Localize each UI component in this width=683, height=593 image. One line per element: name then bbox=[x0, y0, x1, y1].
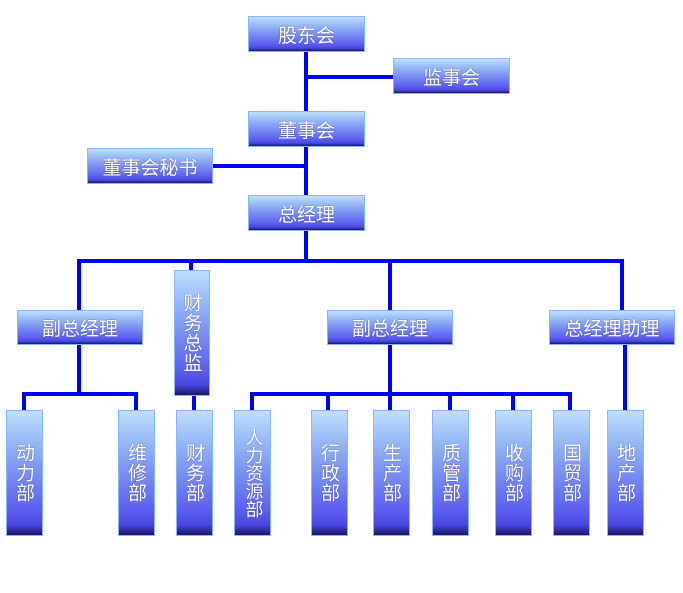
node-board: 董事会 bbox=[248, 111, 365, 147]
dept-trade: 国贸部 bbox=[553, 410, 590, 536]
dept-finance: 财务部 bbox=[176, 410, 213, 536]
dept-maintenance: 维修部 bbox=[118, 410, 155, 536]
node-board-secretary: 董事会秘书 bbox=[87, 148, 213, 184]
dept-admin: 行政部 bbox=[311, 410, 348, 536]
node-gm: 总经理 bbox=[248, 195, 365, 231]
node-supervisors: 监事会 bbox=[393, 58, 510, 94]
dept-quality: 质管部 bbox=[432, 410, 469, 536]
line-left-bus bbox=[22, 392, 138, 410]
node-vgm-left: 副总经理 bbox=[17, 310, 143, 345]
line-level2-bus bbox=[77, 259, 624, 310]
node-shareholders: 股东会 bbox=[248, 16, 365, 52]
dept-power: 动力部 bbox=[6, 410, 43, 536]
node-vgm-mid: 副总经理 bbox=[327, 310, 453, 345]
dept-production: 生产部 bbox=[373, 410, 410, 536]
dept-purchasing: 收购部 bbox=[495, 410, 532, 536]
line-mid-bus bbox=[250, 392, 572, 410]
dept-hr: 人力资源部 bbox=[234, 410, 271, 536]
node-cfo: 财务总监 bbox=[174, 270, 210, 396]
node-gm-assistant: 总经理助理 bbox=[549, 310, 675, 345]
dept-real-estate: 地产部 bbox=[607, 410, 644, 536]
